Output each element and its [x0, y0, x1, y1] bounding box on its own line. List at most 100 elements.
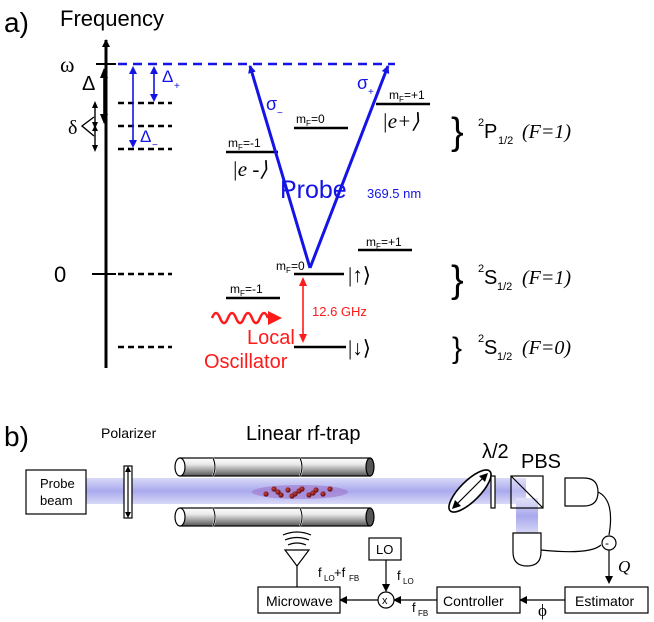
lo-box — [368, 537, 402, 561]
probe-beam-line1: Probe — [40, 476, 75, 491]
wire-detector-right — [597, 491, 612, 536]
s0-term-sub: 1/2 — [497, 351, 512, 363]
delta-minus-arrow — [129, 66, 137, 148]
delta-arrow — [100, 68, 108, 124]
mf-p-plus-sub: F — [399, 95, 404, 104]
mf-s-plus-val: =+1 — [381, 235, 402, 249]
probe-sigma-minus-arrow — [248, 65, 312, 269]
s0-term-sup: 2 — [478, 333, 484, 345]
f-lo-label: f — [397, 568, 401, 583]
sigma-plus-label: σ — [357, 73, 368, 93]
delta-minus-label: Δ — [140, 127, 151, 146]
s1-term-sub: 1/2 — [497, 281, 512, 293]
hyperfine-frequency: 12.6 GHz — [312, 304, 367, 319]
f-fb-label: f — [412, 600, 416, 615]
f-lo-fb-1: f — [318, 565, 322, 580]
probe-wavelength: 369.5 nm — [367, 186, 421, 201]
delta-plus-arrow — [150, 66, 158, 102]
ion — [306, 492, 312, 498]
trap-rod-bottom — [174, 507, 375, 527]
ion — [327, 486, 333, 492]
wire-detector-bottom — [540, 544, 602, 553]
estimator-label: Estimator — [575, 593, 634, 609]
panel-a: a) Frequency ω 0 Δ δ — [4, 6, 571, 373]
polarizer-label: Polarizer — [101, 425, 157, 441]
delta-label: Δ — [82, 73, 95, 95]
probe-beam-box — [25, 469, 87, 515]
mf-p-zero-sub: F — [306, 119, 311, 128]
p-term-sup: 2 — [478, 117, 484, 129]
s0-term: S — [484, 337, 497, 359]
probe-beam-line2: beam — [40, 493, 73, 508]
Q-label: Q — [618, 557, 630, 576]
s1-term: S — [484, 267, 497, 289]
brace-s0: } — [452, 332, 462, 365]
mf-p-plus-val: =+1 — [404, 88, 425, 102]
lens — [448, 469, 492, 513]
local-oscillator-arrowhead — [268, 311, 282, 325]
p-term: P — [484, 121, 497, 143]
delta-plus-sub: + — [174, 81, 180, 92]
omega-label: ω — [60, 52, 74, 77]
mf-s-zero: m — [276, 259, 286, 273]
delta-minus-sub: − — [152, 140, 158, 151]
mf-s-minus: m — [230, 282, 240, 296]
brace-p: } — [451, 111, 464, 153]
ket-up: |↑⟩ — [348, 263, 371, 287]
delta-plus-label: Δ — [162, 67, 173, 86]
ion — [310, 490, 316, 496]
mf-s-minus-sub: F — [240, 289, 245, 298]
half-wave-plate — [490, 475, 496, 509]
sigma-plus-sub: + — [368, 87, 374, 98]
mf-s-zero-val: =0 — [291, 259, 305, 273]
phi-label: ϕ — [538, 601, 547, 620]
panel-a-label: a) — [4, 7, 29, 38]
mf-p-zero-val: =0 — [311, 112, 325, 126]
s1-term-F: (F=1) — [522, 267, 571, 289]
f-lo-sub: LO — [403, 577, 414, 586]
mf-s-plus-sub: F — [376, 242, 381, 251]
pbs-label: PBS — [521, 451, 561, 473]
ions — [263, 486, 333, 499]
small-delta-arrows — [80, 101, 98, 152]
zero-label: 0 — [54, 262, 66, 287]
panel-b-label: b) — [4, 421, 29, 452]
s0-term-F: (F=0) — [522, 337, 571, 359]
mf-p-zero: m — [296, 112, 306, 126]
ion — [296, 488, 302, 494]
polarizer-element — [123, 465, 133, 519]
ion — [263, 491, 269, 497]
mf-p-minus-val: =-1 — [243, 136, 261, 150]
sigma-minus-label: σ — [266, 94, 277, 114]
f-lo-fb-sub2: FB — [349, 574, 359, 583]
ket-e-minus: |e -⟩ — [232, 157, 268, 181]
ion — [285, 487, 291, 493]
microwave-box — [257, 586, 341, 614]
probe-sigma-plus-arrow — [308, 65, 390, 269]
ion — [275, 489, 281, 495]
brace-s1: } — [451, 259, 464, 301]
lo-label: LO — [376, 542, 393, 557]
mf-s-plus: m — [366, 235, 376, 249]
local-label: Local — [247, 327, 295, 349]
trap-label: Linear rf-trap — [246, 423, 361, 445]
detector-right — [564, 477, 599, 507]
ion — [320, 491, 326, 497]
mf-p-minus-sub: F — [238, 143, 243, 152]
panel-b: b) Polarizer Linear rf-trap Probe beam — [4, 421, 649, 620]
lambda-half-label: λ/2 — [482, 441, 509, 463]
mixer-label: x — [382, 595, 388, 607]
f-fb-sub: FB — [418, 609, 428, 618]
trap-rod-top — [174, 457, 375, 477]
detector-bottom — [512, 532, 542, 567]
controller-label: Controller — [443, 593, 504, 609]
ion — [271, 486, 277, 492]
small-delta-label: δ — [68, 117, 77, 139]
hyperfine-arrow — [299, 277, 307, 343]
reflected-beam — [516, 498, 538, 534]
p-term-F: (F=1) — [522, 121, 571, 143]
mf-p-minus: m — [228, 136, 238, 150]
controller-box — [436, 586, 521, 614]
f-lo-fb-plus: +f — [334, 565, 346, 580]
